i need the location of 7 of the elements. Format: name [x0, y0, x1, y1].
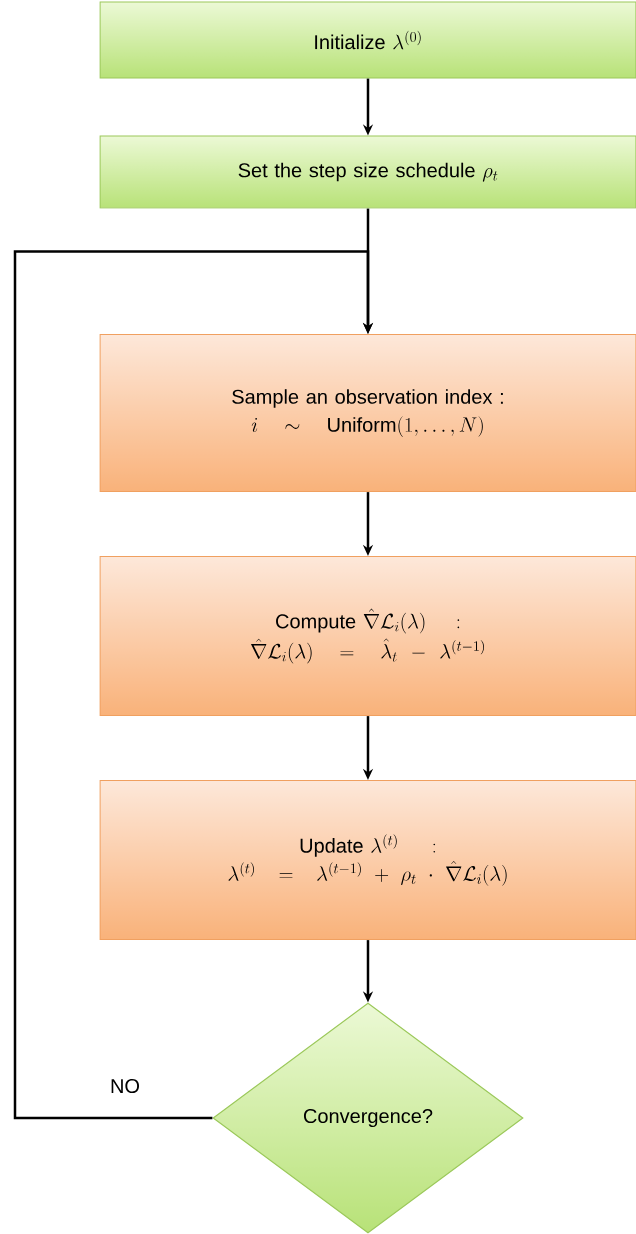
process-box: Compute $\hat{\nabla}\mathcal{L}_i(\lambda):$ $\hat{\nabla}\mathcal{L}_i(\lambda) = \hat{\lambda}_t - \lambda^{(t-1)}$	[99, 555, 636, 717]
process-box: Initialize $\lambda^{(0)}$	[99, 1, 636, 79]
edge-label: NO	[108, 1076, 142, 1096]
process-box: Update $\lambda^{(t)}:$ $\lambda^{(t)} = \lambda^{(t-1)} + \rho_t \cdot \hat{\nabla}\mathcal{L}_i(\lambda)$	[99, 779, 636, 941]
process-box: Set the step size schedule $\rho_t$	[99, 135, 636, 209]
process-box: Sample an observation index : $i \sim \mathrm{Uniform}(1,\ldots,N)$	[99, 333, 636, 493]
loop-arrow	[13, 250, 374, 1120]
